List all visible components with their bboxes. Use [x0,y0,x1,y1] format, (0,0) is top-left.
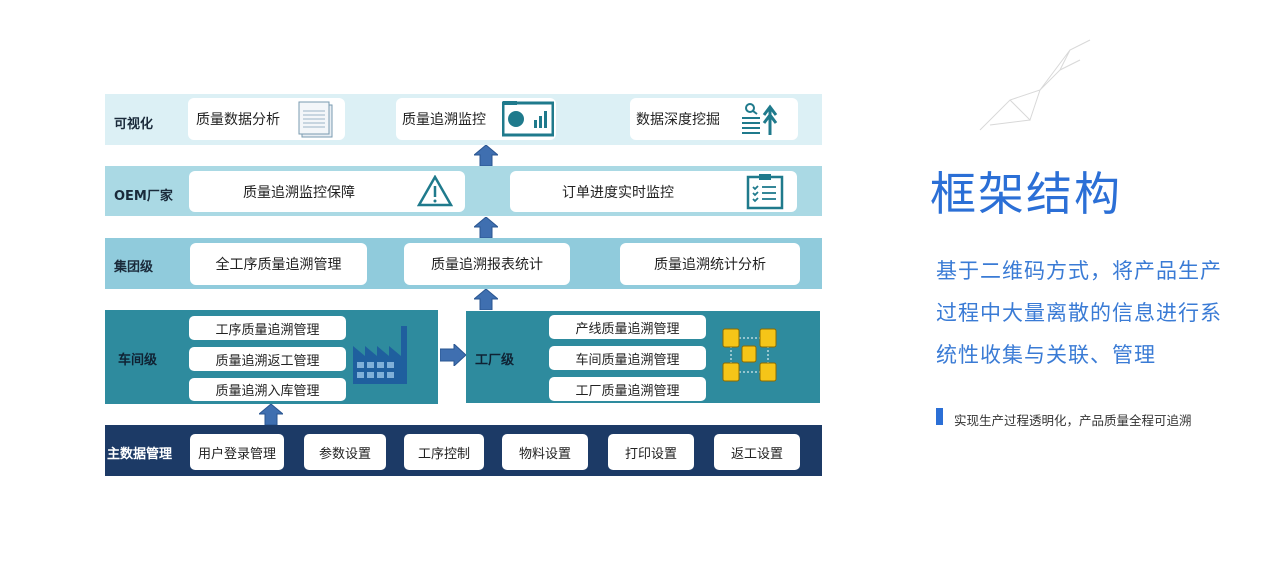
module-box: 工序质量追溯管理 [189,316,346,340]
layer-label: 主数据管理 [107,447,173,462]
layer-label: 集团级 [114,260,154,275]
module-box: 全工序质量追溯管理 [190,243,367,285]
module-label: 返工设置 [730,446,783,462]
module-label: 质量追溯监控 [402,112,486,128]
module-box: 工厂质量追溯管理 [549,377,706,401]
module-label: 工厂质量追溯管理 [575,383,680,399]
layer-label: 可视化 [114,117,154,132]
module-label: 质量追溯入库管理 [215,384,320,399]
module-label: 质量追溯报表统计 [431,257,543,273]
description-line: 统性收集与关联、管理 [936,343,1156,367]
module-label: 质量数据分析 [196,112,280,128]
layer-label: 工厂级 [475,353,515,368]
module-label: 工序质量追溯管理 [215,322,320,338]
section-title: 框架结构 [930,167,1122,221]
module-label: 质量追溯返工管理 [215,353,320,369]
module-label: 全工序质量追溯管理 [215,257,342,273]
module-box: 物料设置 [502,434,588,470]
module-label: 产线质量追溯管理 [575,321,680,337]
module-label: 质量追溯监控保障 [243,184,355,201]
factory-icon [353,326,407,384]
arrow-up-icon [474,217,498,238]
module-box: 质量追溯统计分析 [620,243,800,285]
module-box: 工序控制 [404,434,484,470]
module-label: 订单进度实时监控 [562,184,674,201]
module-box: 返工设置 [714,434,800,470]
module-box: 车间质量追溯管理 [549,346,706,370]
module-label: 车间质量追溯管理 [575,352,680,368]
module-label: 质量追溯统计分析 [654,257,766,273]
arrow-up-icon [259,404,283,425]
data-mining-icon [742,103,778,135]
module-label: 参数设置 [318,446,371,462]
layer-label: OEM厂家 [114,189,173,204]
note-text: 实现生产过程透明化，产品质量全程可追溯 [954,413,1192,428]
note-marker [936,408,943,425]
module-box: 质量追溯返工管理 [189,347,346,371]
module-box: 质量追溯监控 [396,98,556,140]
arrow-right-icon [440,344,466,366]
dashboard-icon [502,101,554,137]
decorative-network-graphic [979,39,1091,131]
layer-label: 车间级 [118,353,158,368]
module-box: 用户登录管理 [190,434,284,470]
report-icon [298,101,333,138]
description-line: 过程中大量离散的信息进行系 [936,301,1222,325]
module-box: 质量追溯报表统计 [404,243,570,285]
module-box: 订单进度实时监控 [510,171,797,212]
module-label: 工序控制 [417,446,470,462]
module-box: 参数设置 [304,434,386,470]
module-label: 打印设置 [624,446,677,462]
module-box: 质量数据分析 [188,98,345,140]
module-box: 打印设置 [608,434,694,470]
module-box: 数据深度挖掘 [630,98,798,140]
module-box: 质量追溯入库管理 [189,378,346,401]
checklist-icon [746,174,784,210]
module-label: 用户登录管理 [197,446,276,462]
module-box: 质量追溯监控保障 [189,171,465,212]
network-cubes-icon [722,328,777,382]
description-line: 基于二维码方式，将产品生产 [936,259,1222,283]
module-label: 数据深度挖掘 [636,112,720,128]
arrow-up-icon [474,289,498,310]
warning-icon [417,175,453,207]
module-label: 物料设置 [518,446,571,462]
module-box: 产线质量追溯管理 [549,315,706,339]
arrow-up-icon [474,145,498,166]
